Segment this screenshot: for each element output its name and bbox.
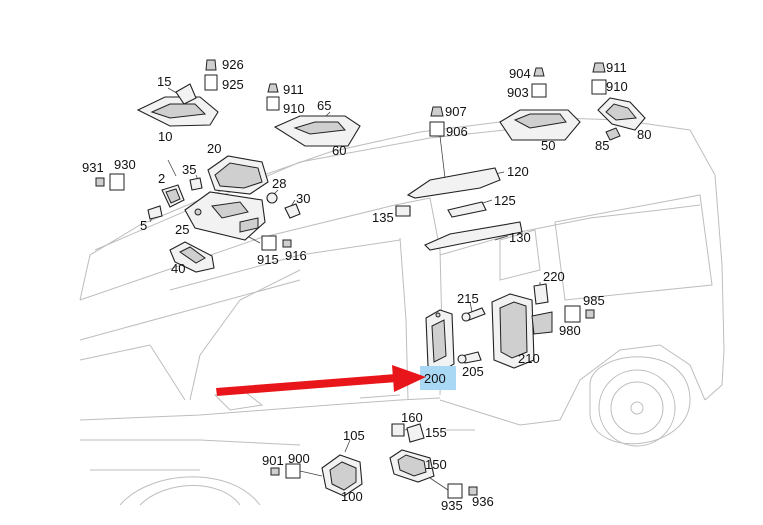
- callout-50[interactable]: 50: [541, 138, 555, 153]
- callout-910-a[interactable]: 910: [283, 101, 305, 116]
- callout-903[interactable]: 903: [507, 85, 529, 100]
- callout-28[interactable]: 28: [272, 176, 286, 191]
- part-200-door-switch: [425, 309, 455, 373]
- red-arrow-shaft: [216, 374, 397, 396]
- part-125-bulb: [395, 201, 487, 218]
- callout-120[interactable]: 120: [507, 164, 529, 179]
- part-20-interior-light: [207, 155, 269, 195]
- part-10-rear-light: [136, 83, 219, 127]
- callout-160[interactable]: 160: [401, 410, 423, 425]
- callout-900[interactable]: 900: [288, 451, 310, 466]
- callout-80[interactable]: 80: [637, 127, 651, 142]
- callout-926[interactable]: 926: [222, 57, 244, 72]
- part-28-bulb: [266, 192, 278, 204]
- part-100-lamp: [321, 454, 363, 497]
- callout-907[interactable]: 907: [445, 104, 467, 119]
- part-150-lamp: [389, 449, 435, 483]
- callout-130[interactable]: 130: [509, 230, 531, 245]
- part-40-handle-light: [169, 241, 215, 273]
- callout-15[interactable]: 15: [157, 74, 171, 89]
- part-80-light: [591, 62, 646, 141]
- callout-931[interactable]: 931: [82, 160, 104, 175]
- callout-904[interactable]: 904: [509, 66, 531, 81]
- callout-65[interactable]: 65: [317, 98, 331, 113]
- callout-901[interactable]: 901: [262, 453, 284, 468]
- callout-911-a[interactable]: 911: [283, 82, 304, 97]
- part-935-connector: [429, 477, 478, 499]
- callout-215[interactable]: 215: [457, 291, 479, 306]
- callout-205[interactable]: 205: [462, 364, 484, 379]
- callout-925[interactable]: 925: [222, 77, 244, 92]
- callout-220[interactable]: 220: [543, 269, 565, 284]
- callout-highlight-box: [420, 366, 456, 390]
- part-210-switch-module: [491, 293, 553, 369]
- callout-935[interactable]: 935: [441, 498, 463, 513]
- part-205-screw: [457, 351, 482, 364]
- callout-125[interactable]: 125: [494, 193, 516, 208]
- part-5-bulb: [147, 205, 163, 220]
- callout-910-b[interactable]: 910: [606, 79, 628, 94]
- part-900-connector: [270, 463, 323, 479]
- part-980-connector: [564, 305, 595, 323]
- callout-40[interactable]: 40: [171, 261, 185, 276]
- callout-30[interactable]: 30: [296, 191, 310, 206]
- part-25-control-unit: [184, 191, 266, 241]
- part-160-bulb: [391, 423, 405, 437]
- part-915-connector: [261, 235, 292, 251]
- vehicle-outline: [79, 117, 725, 506]
- callout-20[interactable]: 20: [207, 141, 221, 156]
- callout-35[interactable]: 35: [182, 162, 196, 177]
- part-35-clip: [189, 177, 203, 191]
- part-925-connector: [204, 59, 218, 91]
- red-arrow-icon: [216, 365, 426, 396]
- callout-936[interactable]: 936: [472, 494, 494, 509]
- part-2-switch: [161, 184, 185, 208]
- callout-906[interactable]: 906: [446, 124, 468, 139]
- part-120-brake-light: [406, 106, 501, 199]
- callout-135[interactable]: 135: [372, 210, 394, 225]
- part-155-socket: [406, 423, 425, 443]
- part-60-light-housing: [266, 83, 361, 147]
- callout-155[interactable]: 155: [425, 425, 447, 440]
- callout-200[interactable]: 200: [424, 371, 446, 386]
- callout-930[interactable]: 930: [114, 157, 136, 172]
- callout-5[interactable]: 5: [140, 218, 147, 233]
- part-130-lens: [424, 221, 523, 251]
- callout-105[interactable]: 105: [343, 428, 365, 443]
- part-30-bulb: [284, 203, 301, 219]
- part-220-bracket: [533, 283, 549, 305]
- callout-60[interactable]: 60: [332, 143, 346, 158]
- red-arrow-head: [392, 365, 426, 392]
- callout-911-b[interactable]: 911: [606, 60, 627, 75]
- callout-916[interactable]: 916: [285, 248, 307, 263]
- callout-25[interactable]: 25: [175, 222, 189, 237]
- callout-210[interactable]: 210: [518, 351, 540, 366]
- callout-980[interactable]: 980: [559, 323, 581, 338]
- callout-2[interactable]: 2: [158, 171, 165, 186]
- callout-labels: 926 925 15 10 911 910 65 60 904 903 50 9…: [82, 57, 651, 513]
- part-50-light-housing: [499, 67, 581, 141]
- callout-985[interactable]: 985: [583, 293, 605, 308]
- callout-10[interactable]: 10: [158, 129, 172, 144]
- callout-915[interactable]: 915: [257, 252, 279, 267]
- callout-150[interactable]: 150: [425, 457, 447, 472]
- callout-85[interactable]: 85: [595, 138, 609, 153]
- callout-100[interactable]: 100: [341, 489, 363, 504]
- part-930-connector: [95, 173, 125, 191]
- part-215-screw: [461, 307, 486, 322]
